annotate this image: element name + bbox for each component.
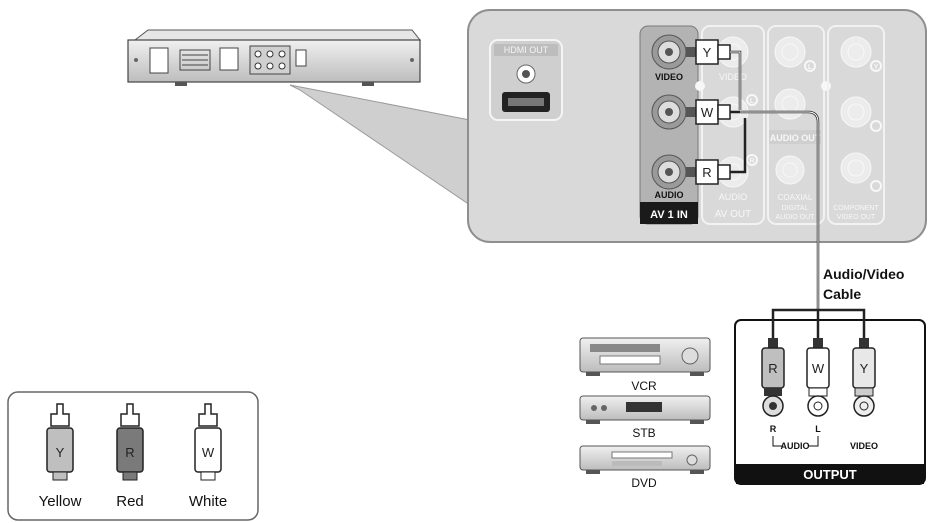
component-block [827,25,885,225]
component-pb-jack [840,96,872,128]
output-plug-y-label: Y [860,361,869,376]
zoom-wedge [289,84,471,206]
legend-plug-white: W [194,403,222,481]
av1-in-video-jack [651,34,687,70]
coaxial-jack [775,155,805,185]
legend-red-label: Red [116,493,144,510]
output-footer-label: OUTPUT [803,467,857,482]
output-L-label: L [815,424,821,434]
legend-yellow-label: Yellow [39,493,82,510]
legend-plug-r-label: R [125,445,134,460]
component-pr-jack [840,152,872,184]
av-out-label: AV OUT [715,209,751,220]
audio-out-l-jack [774,36,806,68]
vcr-label: VCR [631,379,657,393]
output-plug-r: R [761,338,785,417]
component-Y-mark: Y [874,64,879,71]
legend-plug-yellow: Y [46,403,74,481]
stb-device [579,395,711,424]
av-out-audio-label: AUDIO [719,192,748,202]
cable-label-line2: Cable [823,286,861,302]
output-R-label: R [770,424,777,434]
legend-plug-w-label: W [202,445,215,460]
coaxial-label: COAXIAL [778,193,813,202]
cable-plug-r-label: R [702,165,711,180]
dvd-device [579,445,711,474]
audio-out-L-mark: L [808,64,813,71]
av-out-video-label: VIDEO [719,72,747,82]
legend-plug-red: R [116,403,144,481]
legend-plug-y-label: Y [56,445,65,460]
component-label: COMPONENT [833,205,879,212]
dvd-label: DVD [631,476,657,490]
av-out-block [701,25,765,225]
cable-plug-w: W [686,99,731,125]
cable-plug-y: Y [686,39,731,65]
cable-label-line1: Audio/Video [823,266,904,282]
av1-in-label: AV 1 IN [650,209,688,221]
output-plug-w-label: W [812,361,825,376]
digital-audio-out-label: AUDIO OUT [776,214,816,221]
av1-audio-label: AUDIO [655,190,684,200]
av1-in-audio-l-jack [651,94,687,130]
cable-plug-r: R [686,159,731,185]
component-video-out-label: VIDEO OUT [837,214,876,221]
av-out-R-mark: R [749,158,754,165]
hdmi-out-port [489,39,563,121]
av1-in-audio-r-jack [651,154,687,190]
hdmi-out-label: HDMI OUT [504,45,549,55]
cable-plug-w-label: W [701,105,714,120]
audio-out-block [767,25,825,225]
output-video-label: VIDEO [850,441,878,451]
output-plug-y: Y [852,338,876,417]
digital-label: DIGITAL [782,205,809,212]
dvd-recorder-device [127,29,422,86]
legend-white-label: White [189,493,227,510]
cable-plug-y-label: Y [703,45,712,60]
vcr-device [579,337,711,376]
output-footer [736,464,924,484]
output-plug-r-label: R [768,361,777,376]
audio-out-box-label: AUDIO OUT [770,133,821,143]
av-out-L-mark: L [750,98,755,105]
av1-video-label: VIDEO [655,72,683,82]
output-plug-w: W [806,338,830,417]
output-audio-label: AUDIO [781,441,810,451]
av1-in-footer [640,202,698,224]
stb-label: STB [632,426,655,440]
component-y-jack [840,36,872,68]
audio-out-r-jack [774,88,806,120]
